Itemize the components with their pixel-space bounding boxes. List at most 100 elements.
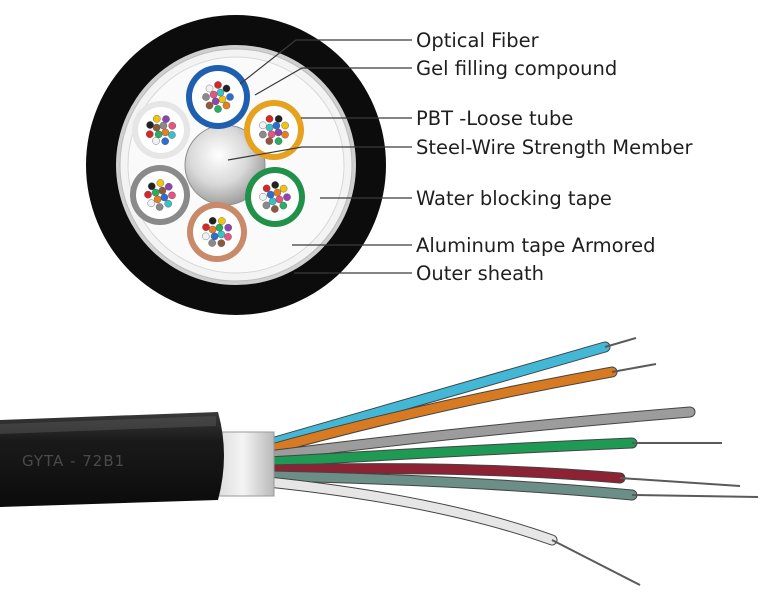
fiber-core [265, 115, 274, 123]
fiber-core [152, 123, 161, 132]
fiber-core [160, 193, 169, 202]
fiber-strands [262, 337, 759, 586]
fiber-core [168, 191, 176, 200]
fiber-core [217, 230, 226, 239]
fiber-core [281, 130, 289, 139]
fiber-core [161, 137, 169, 146]
fiber-core [211, 97, 220, 106]
fiber-core [259, 193, 267, 201]
strand-body [263, 367, 617, 455]
loose-tube-orange [244, 100, 304, 160]
loose-tube-brown [187, 202, 247, 262]
fiber-core [147, 182, 156, 191]
fiber-core [265, 123, 274, 132]
fiber-core [224, 223, 232, 232]
fiber-core [273, 188, 282, 197]
fiber-core [267, 130, 276, 139]
stripped-cable: GYTA - 72B1 [0, 337, 759, 586]
bare-fiber [619, 477, 741, 487]
loose-tube-blue [186, 65, 250, 129]
fiber-core [262, 201, 271, 210]
fiber-core [271, 181, 279, 189]
fiber-core [210, 232, 219, 241]
fiber-strand [262, 437, 722, 468]
fiber-core [216, 88, 225, 97]
fiber-core [164, 182, 173, 191]
fiber-strand [262, 363, 657, 456]
fiber-strand [262, 406, 696, 462]
tube-gel [250, 106, 298, 154]
fiber-core [158, 186, 167, 195]
fiber-core [265, 137, 274, 145]
fiber-core [205, 101, 214, 110]
tube-gel [192, 71, 244, 123]
fiber-core [208, 225, 217, 234]
fiber-strand [262, 337, 637, 450]
tube-gel [251, 173, 299, 221]
bare-fiber [551, 539, 641, 586]
fiber-core [151, 188, 160, 197]
cross-section [86, 15, 386, 315]
fiber-core [262, 184, 271, 193]
fiber-core [224, 233, 232, 241]
fiber-core [208, 239, 216, 247]
tube-gel [136, 171, 184, 219]
fiber-core [152, 137, 160, 145]
fiber-core [145, 130, 154, 138]
fiber-core [271, 205, 279, 213]
label-gel-filling-compound: Gel filling compound [416, 57, 617, 80]
bare-fiber [604, 337, 637, 348]
fiber-core [259, 130, 267, 139]
tube-gel [138, 107, 184, 153]
label-optical-fiber: Optical Fiber [416, 29, 540, 52]
fiber-core [209, 90, 218, 99]
fiber-core [159, 121, 168, 130]
loose-tube-white [132, 101, 190, 159]
fiber-core [272, 121, 281, 130]
fiber-core [168, 122, 177, 130]
leader-line-gel-filling [254, 67, 412, 96]
cable-jacket [0, 412, 224, 507]
fiber-core [153, 195, 162, 204]
fiber-core [281, 121, 289, 130]
tube-gel [193, 208, 241, 256]
fiber-strand [262, 476, 641, 586]
fiber-core [218, 95, 227, 104]
fiber-core [214, 81, 222, 89]
strand-body [263, 477, 557, 545]
cable-print-text: GYTA - 72B1 [22, 452, 125, 470]
leader-line-steel-wire [227, 146, 412, 161]
fiber-core [154, 130, 163, 139]
fiber-core [146, 121, 154, 129]
fiber-core [155, 203, 164, 211]
fiber-core [274, 137, 283, 145]
bare-fiber [611, 363, 657, 373]
fiber-core [215, 223, 224, 232]
leader-lines [227, 39, 412, 274]
loose-tube-grey [130, 165, 190, 225]
fiber-core [279, 201, 288, 210]
fiber-core [202, 223, 210, 231]
fiber-core [162, 115, 170, 123]
fiber-core [274, 115, 283, 123]
fiber-core [268, 197, 277, 206]
fiber-core [218, 217, 226, 225]
component-labels: Optical Fiber Gel filling compound PBT -… [416, 29, 693, 285]
label-water-blocking-tape: Water blocking tape [416, 187, 612, 210]
strand-body [263, 342, 610, 449]
label-outer-sheath: Outer sheath [416, 262, 544, 285]
fiber-core [222, 84, 231, 93]
loose-tube-green [245, 167, 305, 227]
fiber-core [161, 128, 170, 137]
fiber-core [266, 190, 275, 199]
strand-body [263, 407, 695, 461]
fiber-strand [262, 470, 759, 501]
fiber-core [153, 114, 161, 123]
fiber-core [164, 199, 173, 208]
fiber-core [283, 193, 291, 201]
strand-body [263, 471, 637, 500]
strand-body [263, 438, 637, 467]
fiber-core [168, 131, 176, 139]
fiber-core [214, 105, 222, 113]
label-pbt-loose-tube: PBT -Loose tube [416, 107, 573, 130]
